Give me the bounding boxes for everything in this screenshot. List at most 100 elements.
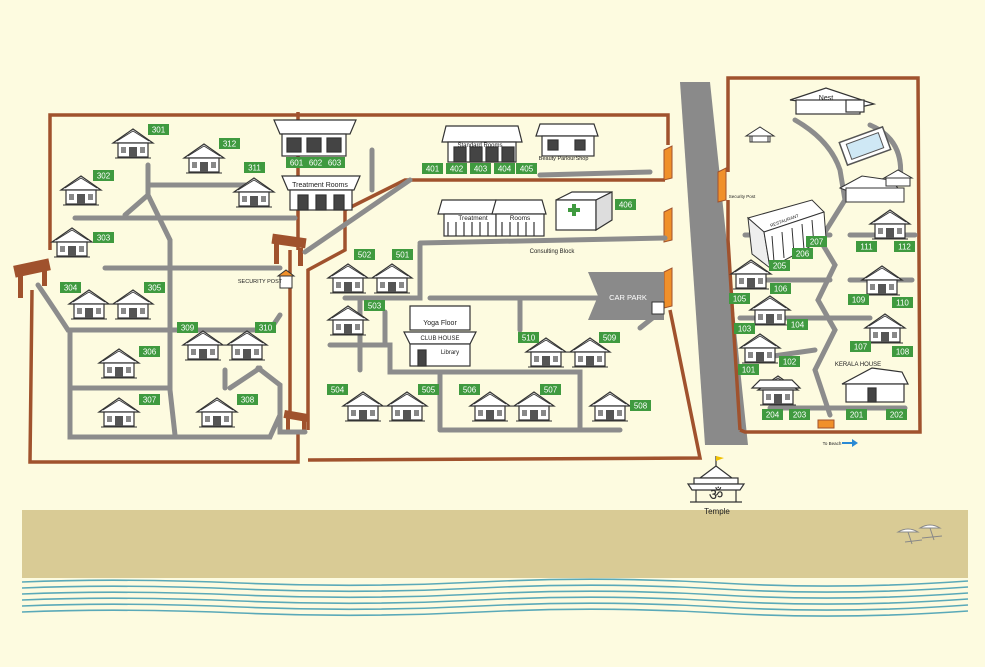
room-number: 205 xyxy=(773,262,787,271)
room-tag-110: 110 xyxy=(892,297,913,308)
gate-inner xyxy=(271,233,307,266)
room-number: 309 xyxy=(181,324,195,333)
room-number: 103 xyxy=(738,325,752,334)
restaurant-building xyxy=(746,199,827,270)
room-tag-302: 302 xyxy=(93,170,114,181)
room-number: 207 xyxy=(810,238,824,247)
room-tag-602: 602 xyxy=(305,157,326,168)
room-number: 305 xyxy=(148,284,162,293)
label-club-house: CLUB HOUSE xyxy=(420,336,459,342)
room-tag-307: 307 xyxy=(139,394,160,405)
room-tag-505: 505 xyxy=(418,384,439,395)
room-tag-507: 507 xyxy=(540,384,561,395)
label-library: Library xyxy=(441,350,459,356)
beach-umbrella-icon xyxy=(896,524,943,545)
room-tag-112: 112 xyxy=(894,241,915,252)
spa-building xyxy=(838,169,914,203)
beach-sand xyxy=(22,510,968,590)
room-number: 506 xyxy=(463,386,477,395)
room-tag-503: 503 xyxy=(364,300,385,311)
room-number: 404 xyxy=(498,165,512,174)
room-tag-102: 102 xyxy=(779,356,800,367)
club-house-building xyxy=(403,305,477,367)
label-security-post: SECURITY POST xyxy=(238,279,283,285)
label-shop: Shop xyxy=(576,156,589,162)
room-number: 508 xyxy=(634,402,648,411)
room-tag-402: 402 xyxy=(446,163,467,174)
room-number: 303 xyxy=(97,234,111,243)
room-number: 505 xyxy=(422,386,436,395)
room-number: 306 xyxy=(143,348,157,357)
room-number: 201 xyxy=(850,411,864,420)
room-tag-105: 105 xyxy=(729,293,750,304)
room-tag-207: 207 xyxy=(806,236,827,247)
label-yoga-floor: Yoga Floor xyxy=(423,320,457,327)
temple-icon: ॐ xyxy=(686,456,746,504)
room-number: 601 xyxy=(290,159,304,168)
room-number: 110 xyxy=(896,299,909,308)
room-tag-603: 603 xyxy=(324,157,345,168)
beauty-parlour-shop-building xyxy=(535,123,599,157)
pool xyxy=(838,125,892,167)
car-park xyxy=(588,272,665,320)
room-number: 312 xyxy=(223,140,237,149)
nest-building xyxy=(789,87,877,115)
label-to-beach: To Beach xyxy=(823,441,842,446)
room-number: 105 xyxy=(733,295,747,304)
room-number: 202 xyxy=(890,411,904,420)
room-tag-405: 405 xyxy=(516,163,537,174)
room-tag-106: 106 xyxy=(770,283,791,294)
room-tag-104: 104 xyxy=(787,319,808,330)
room-tag-306: 306 xyxy=(139,346,160,357)
label-temple: Temple xyxy=(704,507,730,516)
room-tag-502: 502 xyxy=(354,249,375,260)
main-road xyxy=(680,82,748,445)
gate-west xyxy=(13,258,51,298)
room-tag-403: 403 xyxy=(470,163,491,174)
room-number: 101 xyxy=(742,366,756,375)
room-tag-509: 509 xyxy=(599,332,620,343)
gate-south xyxy=(283,409,309,434)
room-number: 406 xyxy=(619,201,633,210)
room-tag-109: 109 xyxy=(848,294,869,305)
room-number: 308 xyxy=(241,396,255,405)
security-post-booth xyxy=(276,269,296,289)
room-tag-204: 204 xyxy=(762,409,783,420)
room-number: 311 xyxy=(248,164,261,173)
label-beauty-parlour: Beauty Parlour xyxy=(539,156,576,162)
room-number: 507 xyxy=(544,386,558,395)
standard-rooms-building xyxy=(441,125,523,163)
room-number: 203 xyxy=(793,411,807,420)
room-number: 602 xyxy=(309,159,323,168)
room-number: 301 xyxy=(152,126,166,135)
room-tag-201: 201 xyxy=(846,409,867,420)
room-number: 504 xyxy=(331,386,345,395)
label-nest: Nest xyxy=(819,95,833,102)
room-tag-108: 108 xyxy=(892,346,913,357)
room-tag-310: 310 xyxy=(255,322,276,333)
treatment-rooms-building xyxy=(281,175,361,211)
label-treatment: Treatment xyxy=(458,215,488,222)
room-tag-501: 501 xyxy=(392,249,413,260)
room-tag-305: 305 xyxy=(144,282,165,293)
room-tag-101: 101 xyxy=(738,364,759,375)
room-number: 502 xyxy=(358,251,372,260)
room-number: 204 xyxy=(766,411,780,420)
room-number: 102 xyxy=(783,358,797,367)
room-number: 310 xyxy=(259,324,273,333)
room-number: 109 xyxy=(852,296,866,305)
room-tag-309: 309 xyxy=(177,322,198,333)
room-tag-205: 205 xyxy=(769,260,790,271)
room-tag-406: 406 xyxy=(615,199,636,210)
label-car-park: CAR PARK xyxy=(609,293,647,302)
room-tag-111: 111 xyxy=(856,241,877,252)
label-consulting-block: Consulting Block xyxy=(530,249,576,255)
gate-markers xyxy=(663,145,835,429)
svg-text:ॐ: ॐ xyxy=(709,485,724,504)
room-tag-301: 301 xyxy=(148,124,169,135)
footpaths xyxy=(35,117,918,440)
room-number: 402 xyxy=(450,165,464,174)
label-standard-rooms: Standard Rooms xyxy=(457,143,502,149)
